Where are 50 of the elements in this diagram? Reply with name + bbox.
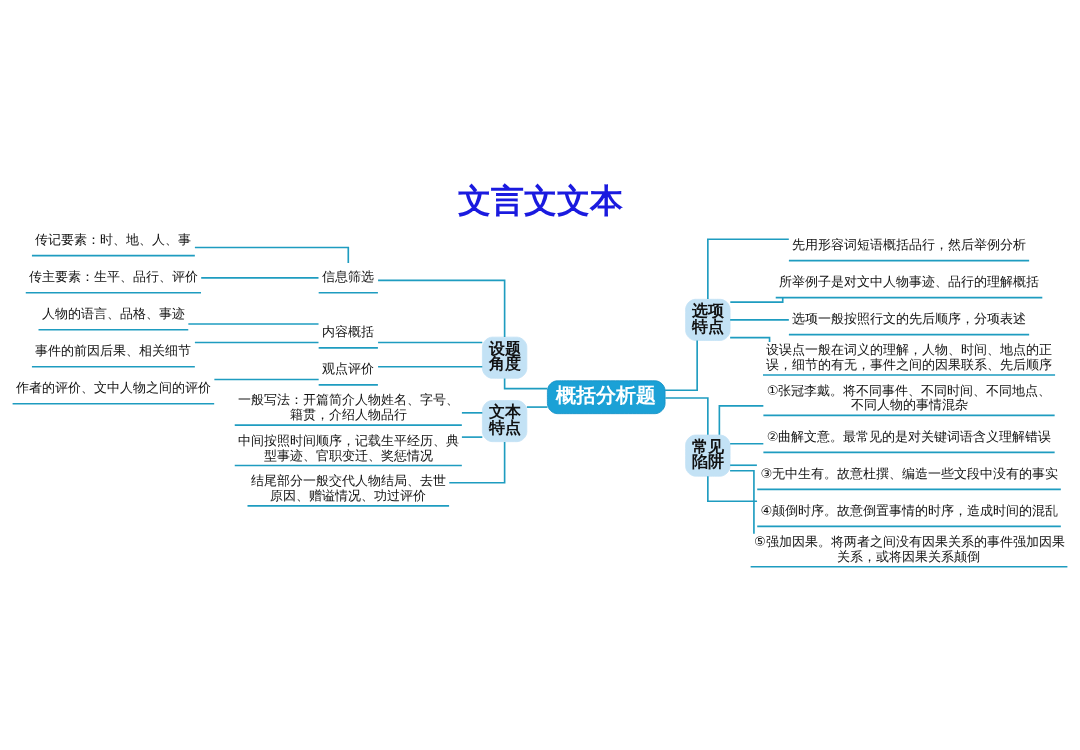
node-text: 所举例子是对文中人物事迹、品行的理解概括 [779,273,1040,289]
node-box: 概括分析题 [547,380,666,415]
connector [664,339,698,392]
node-text: 中间按照时间顺序，记载生平经历、典型事迹、官职变迁、奖惩情况 [238,432,460,463]
connector [503,377,548,390]
connector [707,238,790,300]
node-text: 作者的评价、文中人物之间的评价 [15,380,211,396]
node-text: 先用形容词短语概括品行，然后举例分析 [792,236,1027,252]
node-text: 结尾部分一般交代人物结局、去世原因、赠谥情况、功过评价 [250,473,446,503]
connector [194,246,350,264]
node-text: 选项一般按照行文的先后顺序，分项表述 [792,311,1027,326]
connector [664,397,709,436]
connector [377,365,484,368]
node-text: ②曲解文意。最常见的是对关键词语含义理解错误 [766,428,1052,444]
connector [448,441,506,484]
node-text: ①张冠李戴。将不同事件、不同时间、不同地点、不同人物的事情混杂 [766,382,1052,413]
connector [729,469,755,535]
connector [729,442,765,445]
node-text: 传主要素：生平、品行、评价 [29,269,199,285]
node-text: ③无中生有。故意杜撰、编造一些文段中没有的事实 [760,465,1059,481]
diagram-title: 文言文文本 [458,181,624,221]
connector [194,341,320,344]
connector [377,279,506,338]
connector [200,277,320,279]
node-box: 选项特点 [685,298,731,341]
connector [707,475,758,503]
node-text: 一般写法：开篇简介人物姓名、字号、籍贯，介绍人物品行 [238,392,460,423]
node-text: ⑤强加因果。将两者之间没有因果关系的事件强加因果关系，或将因果关系颠倒 [753,533,1065,564]
connector [377,341,484,344]
connector [187,323,320,325]
connector [213,378,320,381]
node-box: 文本特点 [482,400,528,443]
connector [729,336,771,343]
node-text: 传记要素：时、地、人、事 [35,232,192,248]
node-box: 常见陷阱 [685,434,731,477]
node-text: ④颠倒时序。故意倒置事情的时序，造成时间的混乱 [760,502,1059,518]
connector [729,296,784,303]
node-text: 人物的语言、品格、事迹 [41,306,185,322]
connector [461,436,484,438]
node-text: 事件的前因后果、相关细节 [35,343,192,359]
connector [461,412,484,414]
node-text: 观点评价 [321,361,374,377]
connector [729,319,790,321]
node-text: 内容概括 [321,324,374,340]
node-box: 设题角度 [482,336,528,379]
node-text: 信息筛选 [321,269,374,285]
connector [718,405,765,436]
node-text: 设误点一般在词义的理解，人物、时间、地点的正误，细节的有无，事件之间的因果联系、先后顺序 [766,342,1053,373]
connector [526,406,549,408]
connector [729,464,758,467]
